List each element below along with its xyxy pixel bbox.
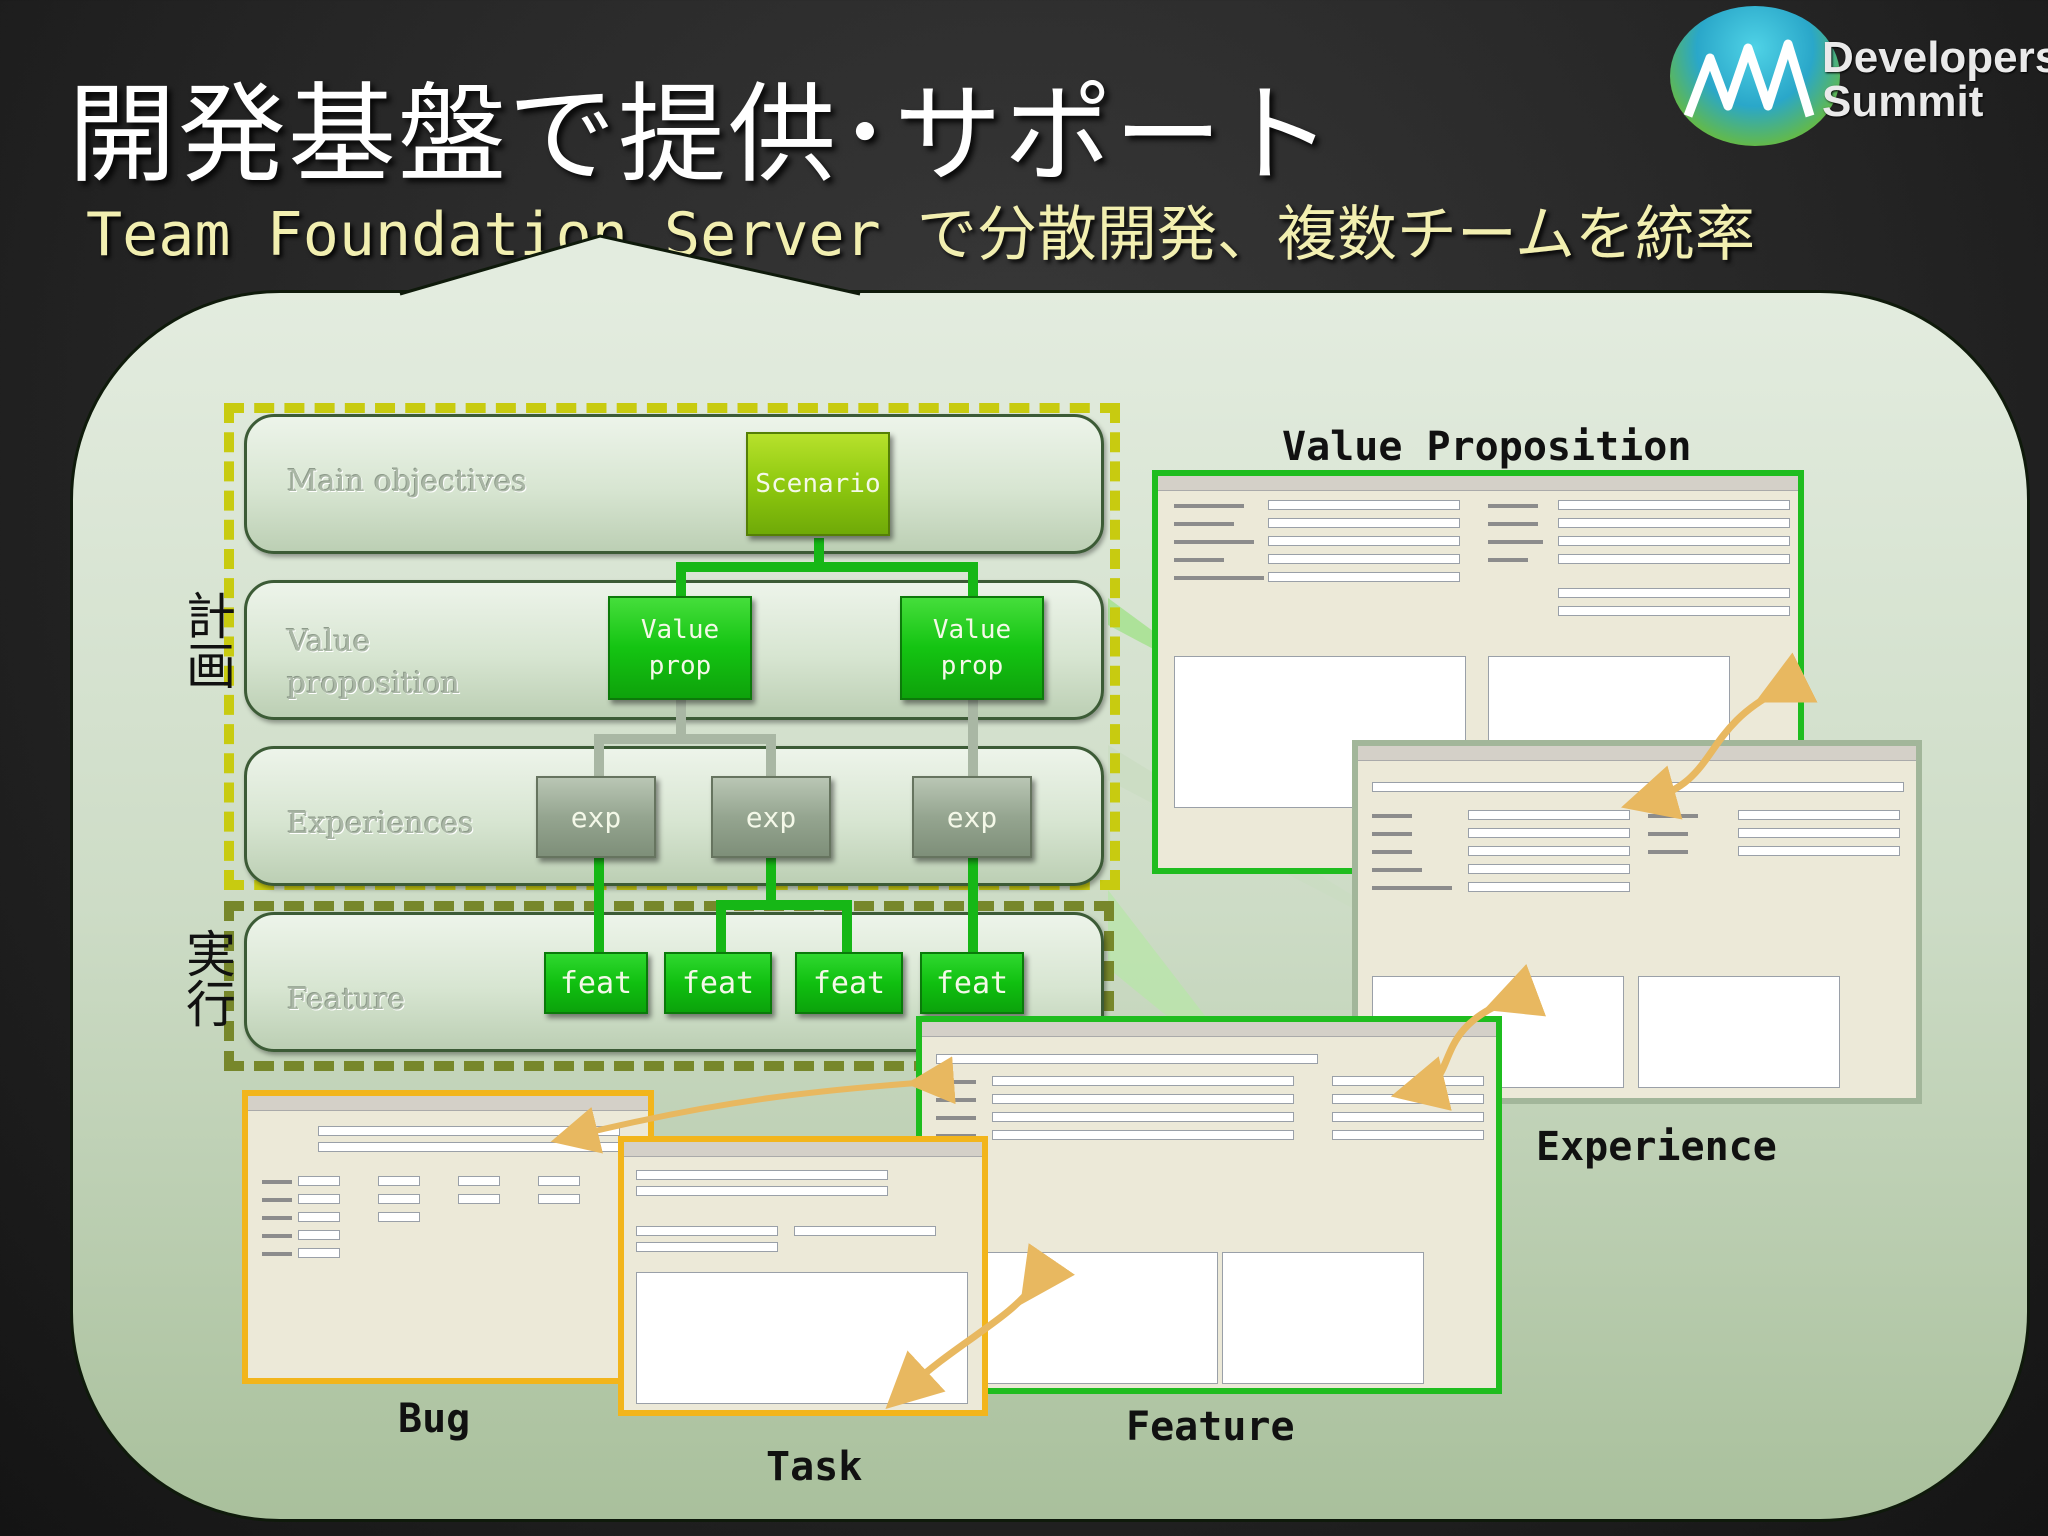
- caption-task: Task: [766, 1444, 863, 1490]
- row-label-experiences: Experiences: [287, 806, 474, 841]
- feature-form-screenshot: [916, 1016, 1502, 1394]
- connector-to-exp3: [968, 700, 978, 778]
- connector-exp3-feat4: [968, 856, 978, 956]
- connector-exp2-down: [766, 856, 776, 906]
- scenario-box: Scenario: [746, 432, 890, 536]
- connector-exp1-feat1: [594, 856, 604, 954]
- execute-phase-label: 実行: [178, 928, 236, 1028]
- caption-value-proposition: Value Proposition: [1282, 424, 1692, 470]
- feat-box-1: feat: [544, 952, 648, 1014]
- connector-scenario-down: [814, 538, 824, 566]
- exp-box-3: exp: [912, 776, 1032, 858]
- task-form-screenshot: [618, 1136, 988, 1416]
- mountain-logo-icon: [1670, 6, 1840, 146]
- row-label-main-objectives: Main objectives: [287, 464, 527, 499]
- connector-exp2-branch: [716, 900, 852, 910]
- exp-box-2: exp: [711, 776, 831, 858]
- feat-box-4: feat: [920, 952, 1024, 1014]
- row-main-objectives: Main objectives: [244, 414, 1104, 554]
- connector-to-vp1: [676, 562, 686, 598]
- connector-scenario-branch: [676, 562, 978, 572]
- execute-phase-text: 実行: [178, 928, 236, 1028]
- connector-to-feat2: [716, 900, 726, 956]
- plan-phase-text: 計画: [178, 590, 236, 690]
- connector-to-feat3: [842, 900, 852, 956]
- connector-vp1-down: [676, 700, 686, 742]
- row-label-feature: Feature: [287, 982, 406, 1017]
- connector-to-exp2: [766, 734, 776, 778]
- bug-form-screenshot: [242, 1090, 654, 1384]
- caption-feature: Feature: [1126, 1404, 1295, 1450]
- caption-experience: Experience: [1536, 1124, 1777, 1170]
- logo-line-summit: Summit: [1822, 77, 1984, 126]
- logo-wordmark: Developers Summit: [1822, 36, 2048, 124]
- connector-vp1-branch: [594, 734, 776, 744]
- slide-subtitle: Team Foundation Server で分散開発、複数チームを統率: [86, 200, 1756, 270]
- feat-box-2: feat: [664, 952, 772, 1014]
- row-label-value-proposition: Value proposition: [287, 624, 460, 701]
- caption-bug: Bug: [398, 1396, 471, 1442]
- logo-line-developers: Developers: [1822, 33, 2048, 82]
- exp-box-1: exp: [536, 776, 656, 858]
- feat-box-3: feat: [795, 952, 903, 1014]
- connector-to-vp2: [968, 562, 978, 598]
- value-prop-box-1: Value prop: [608, 596, 752, 700]
- slide-title: 開発基盤で提供･サポート: [68, 73, 1335, 198]
- plan-phase-label: 計画: [178, 590, 236, 690]
- connector-to-exp1: [594, 734, 604, 778]
- value-prop-box-2: Value prop: [900, 596, 1044, 700]
